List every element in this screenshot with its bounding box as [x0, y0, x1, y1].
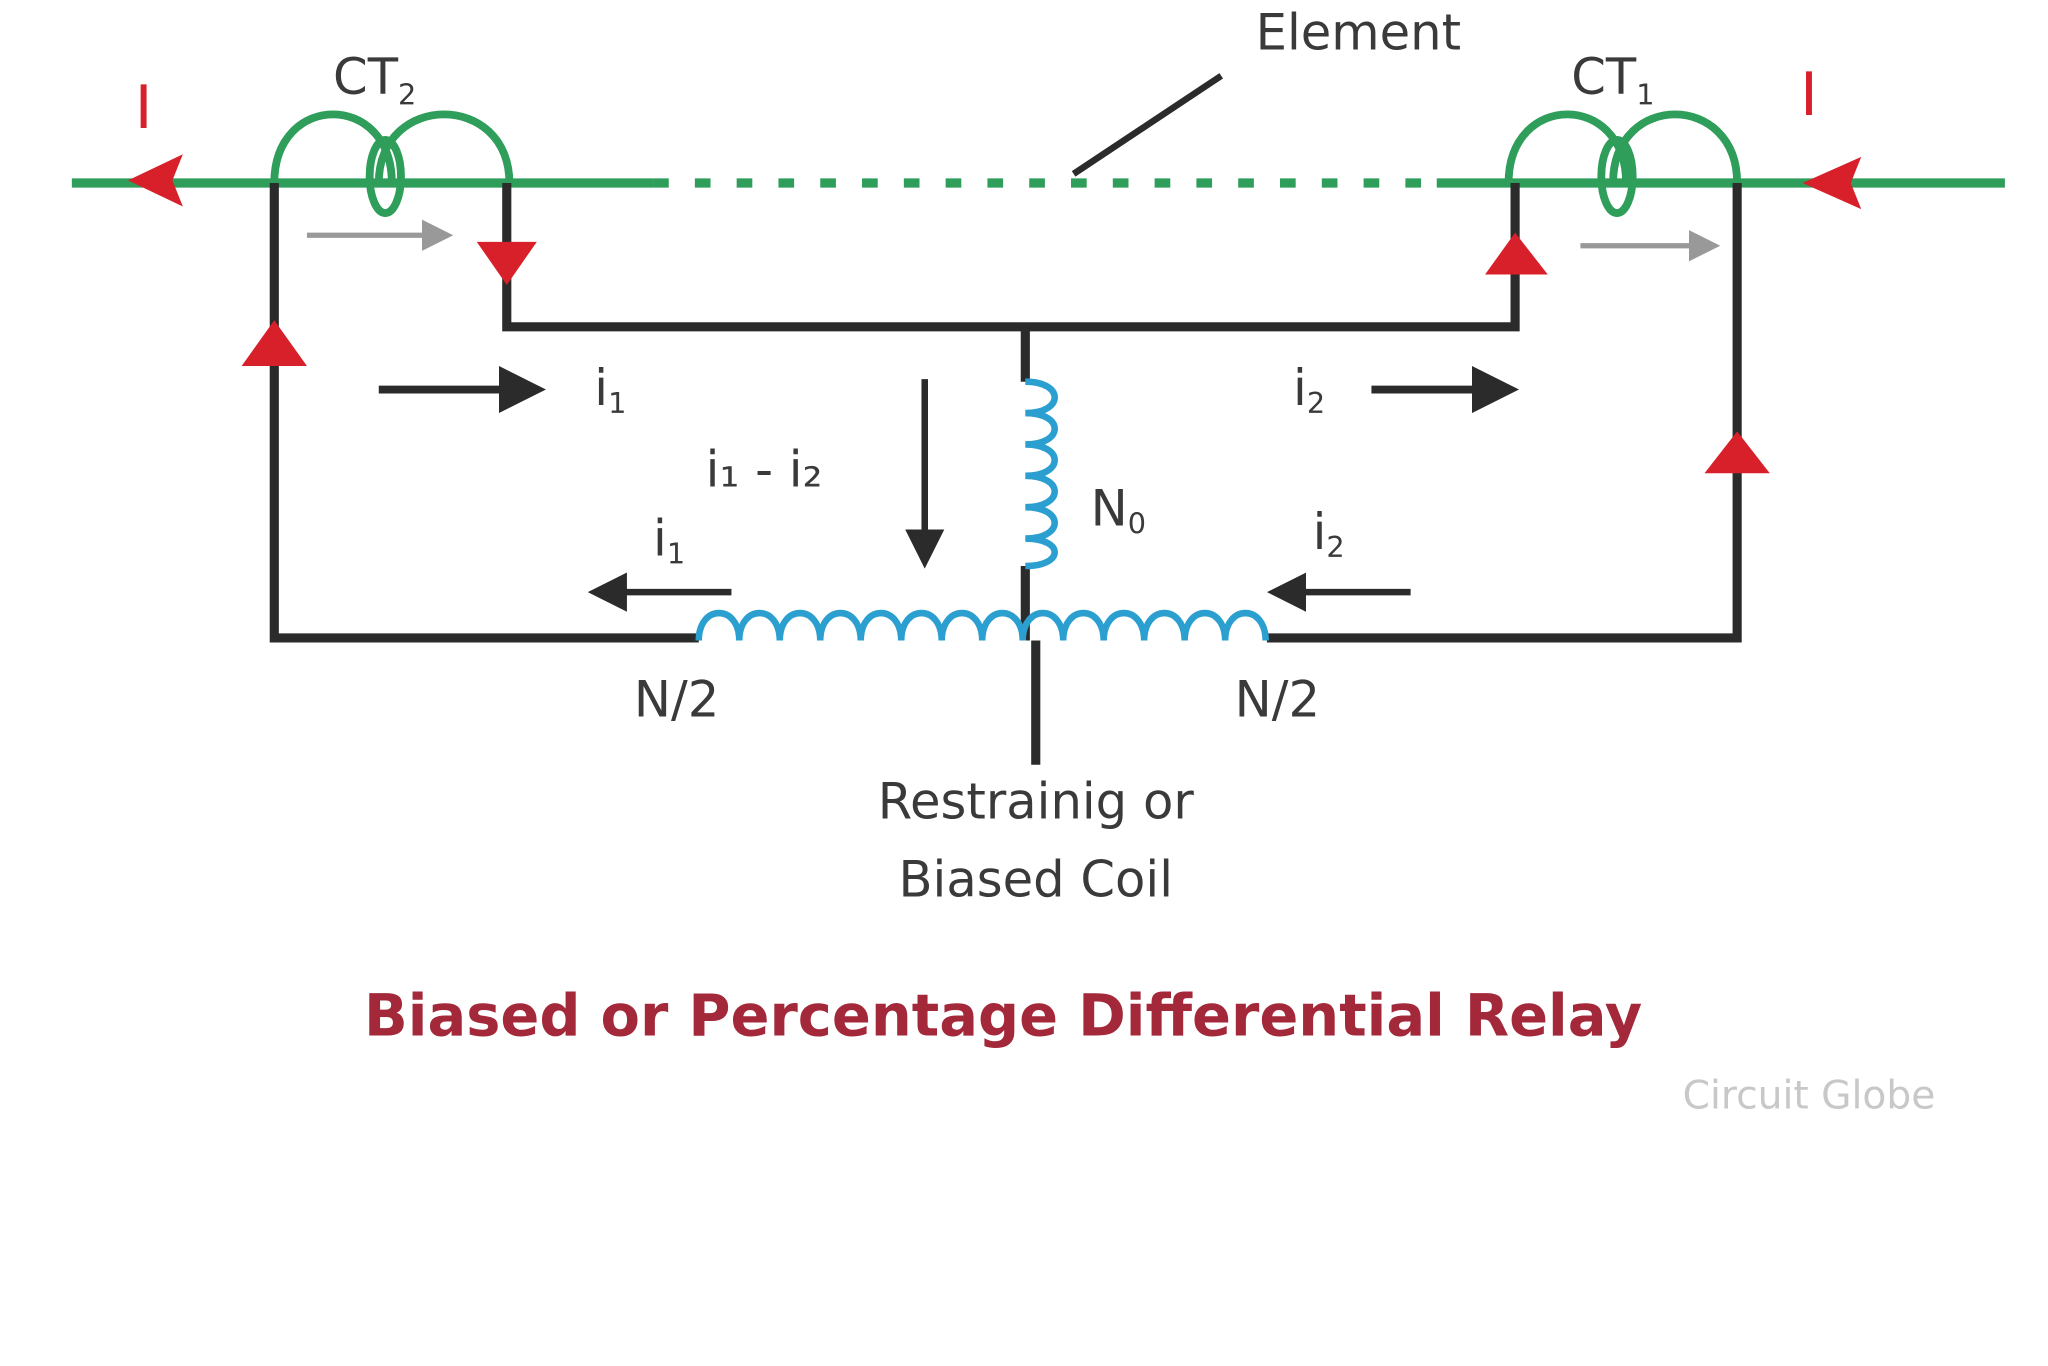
i1-top-label: i1 [594, 359, 626, 420]
n0-label: N0 [1091, 479, 1146, 540]
current-label-right: I [1800, 60, 1818, 130]
watermark: Circuit Globe [1683, 1073, 1936, 1118]
current-direction-arrows [128, 154, 1862, 474]
ct2-coil [270, 110, 514, 217]
arrow-left-icon [128, 154, 183, 207]
arrow-up-icon [1704, 431, 1770, 474]
ct-secondary-arrows [306, 219, 1721, 262]
i2-bottom-label: i2 [1313, 503, 1345, 564]
ct2-label: CT2 [333, 48, 416, 111]
current-label-left: I [135, 73, 153, 143]
diagram-title: Biased or Percentage Differential Relay [364, 982, 1642, 1049]
n-half-right-label: N/2 [1235, 670, 1320, 728]
element-label: Element [1256, 4, 1461, 62]
differential-current-label: i₁ - i₂ [706, 440, 823, 498]
n-half-left-label: N/2 [634, 670, 719, 728]
restraining-coil-label-2: Biased Coil [899, 851, 1173, 909]
ct1-label: CT1 [1571, 48, 1654, 111]
arrow-down-icon [476, 241, 537, 285]
operating-coil [1025, 378, 1058, 570]
i1-bottom-label: i1 [653, 510, 685, 571]
restraining-coil-label-1: Restrainig or [878, 772, 1195, 830]
arrow-up-icon [1485, 232, 1548, 275]
arrow-up-icon [241, 320, 307, 367]
i2-top-label: i2 [1293, 359, 1325, 420]
arrow-left-icon [1802, 156, 1862, 210]
restraining-coil [695, 610, 1269, 641]
secondary-current-arrows [378, 366, 1520, 612]
ct1-coil [1504, 110, 1742, 217]
